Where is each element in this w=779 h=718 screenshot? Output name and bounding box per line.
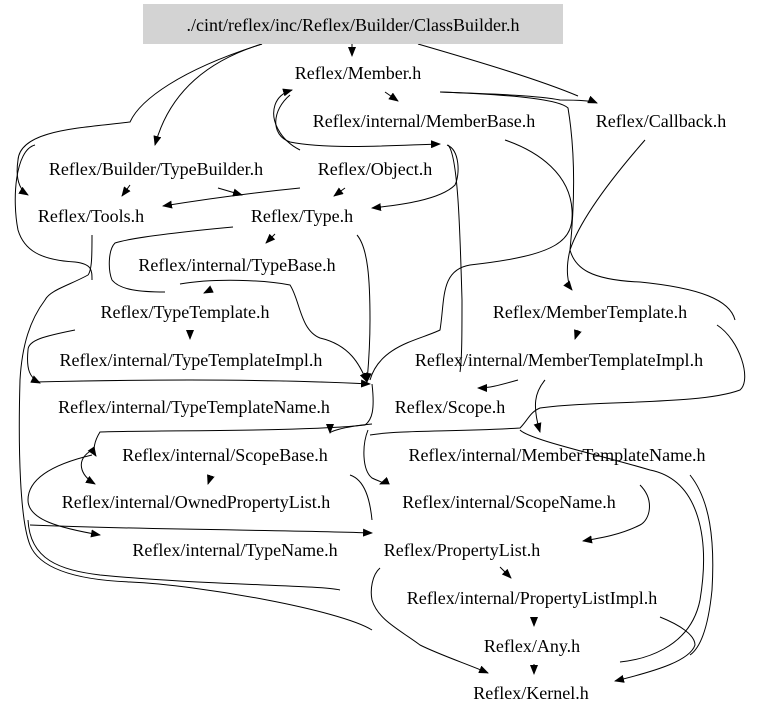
edge-propertylistimpl-kernel	[614, 616, 696, 683]
edge-scopebase-kernel	[349, 474, 373, 521]
edge-typetemplate-typetemplatename	[27, 329, 76, 384]
edge-membertemplateimpl-membertemplatename	[533, 379, 546, 433]
node-kernel[interactable]: Reflex/Kernel.h	[473, 683, 588, 703]
edge-typetemplatename-scope	[87, 383, 374, 457]
node-scopename[interactable]: Reflex/internal/ScopeName.h	[402, 492, 615, 512]
edge-typebuilder-type	[217, 187, 243, 197]
edge-member-membertemplate	[439, 91, 575, 291]
edge-scope-scopebase	[326, 423, 373, 434]
edge-scopebase-ownedpropertylist-left	[81, 449, 96, 485]
node-object[interactable]: Reflex/Object.h	[318, 159, 432, 179]
node-membertemplatename[interactable]: Reflex/internal/MemberTemplateName.h	[408, 445, 705, 465]
node-memberbase[interactable]: Reflex/internal/MemberBase.h	[313, 111, 535, 131]
edge-typename-kernel	[370, 567, 489, 674]
edge-typebase-loop	[179, 279, 368, 383]
edge-object-tools	[162, 187, 301, 209]
edge-callback-kernel	[569, 139, 736, 321]
edge-scopename-propertylist	[582, 484, 650, 544]
edge-member-object-loop	[273, 88, 301, 151]
node-typetemplateimpl[interactable]: Reflex/internal/TypeTemplateImpl.h	[60, 350, 323, 370]
edge-typetemplateimpl-scope	[34, 379, 371, 388]
edge-scopebase-typename	[27, 454, 101, 538]
nodes: ./cint/reflex/inc/Reflex/Builder/ClassBu…	[38, 4, 726, 703]
root-node-box	[143, 4, 563, 44]
node-ownedpropertylist[interactable]: Reflex/internal/OwnedPropertyList.h	[62, 492, 330, 512]
edge-membertemplateimpl-scope	[477, 379, 519, 392]
edge-typebase-typetemplate	[203, 285, 214, 294]
edge-member-memberbase	[384, 91, 399, 102]
edges	[14, 43, 746, 683]
edge-classbuilder-typebuilder	[153, 43, 263, 146]
node-propertylist[interactable]: Reflex/PropertyList.h	[384, 540, 540, 560]
edge-propertylist-propertylistimpl	[499, 566, 512, 579]
edge-classbuilder-callback	[417, 43, 579, 97]
edge-memberbase-type	[371, 144, 459, 212]
edge-membertemplatename-kernel	[689, 474, 714, 656]
edge-memberbase-membertemplate	[369, 139, 573, 381]
node-typebuilder[interactable]: Reflex/Builder/TypeBuilder.h	[49, 159, 263, 179]
node-member[interactable]: Reflex/Member.h	[295, 63, 421, 83]
node-typetemplatename[interactable]: Reflex/internal/TypeTemplateName.h	[58, 397, 330, 417]
edge-scope-loop-right	[519, 429, 704, 663]
node-typetemplate[interactable]: Reflex/TypeTemplate.h	[101, 302, 270, 322]
edge-member-scope-loop	[275, 94, 441, 149]
node-classbuilder[interactable]: ./cint/reflex/inc/Reflex/Builder/ClassBu…	[187, 15, 520, 35]
edge-ownedpropertylist-propertylist	[29, 524, 373, 537]
edge-type-typebase	[265, 233, 276, 244]
edge-classbuilder-loop-left	[14, 144, 93, 281]
edge-typebuilder-tools	[121, 184, 131, 197]
node-membertemplate[interactable]: Reflex/MemberTemplate.h	[493, 302, 687, 322]
edge-membertemplate-membertemplateimpl	[574, 329, 582, 340]
node-scopebase[interactable]: Reflex/internal/ScopeBase.h	[122, 445, 327, 465]
node-callback[interactable]: Reflex/Callback.h	[596, 111, 726, 131]
edge-type-scope-left	[108, 226, 234, 293]
node-scope[interactable]: Reflex/Scope.h	[395, 397, 505, 417]
node-type[interactable]: Reflex/Type.h	[251, 206, 353, 226]
edge-typename-loop	[27, 519, 341, 591]
edge-type-scope-right	[356, 234, 372, 383]
node-tools[interactable]: Reflex/Tools.h	[38, 206, 144, 226]
node-propertylistimpl[interactable]: Reflex/internal/PropertyListImpl.h	[407, 588, 657, 608]
edge-membertemplate-loop-right	[369, 324, 746, 436]
node-membertemplateimpl[interactable]: Reflex/internal/MemberTemplateImpl.h	[415, 350, 703, 370]
edge-object-type	[333, 187, 346, 197]
edge-memberbase-scope	[447, 144, 463, 373]
node-typebase[interactable]: Reflex/internal/TypeBase.h	[138, 255, 335, 275]
node-any[interactable]: Reflex/Any.h	[484, 636, 580, 656]
edge-scopebase-ownedpropertylist	[207, 474, 215, 485]
edge-scope-scopename	[363, 429, 390, 485]
edge-tools-down	[18, 234, 373, 631]
node-typename[interactable]: Reflex/internal/TypeName.h	[132, 540, 337, 560]
